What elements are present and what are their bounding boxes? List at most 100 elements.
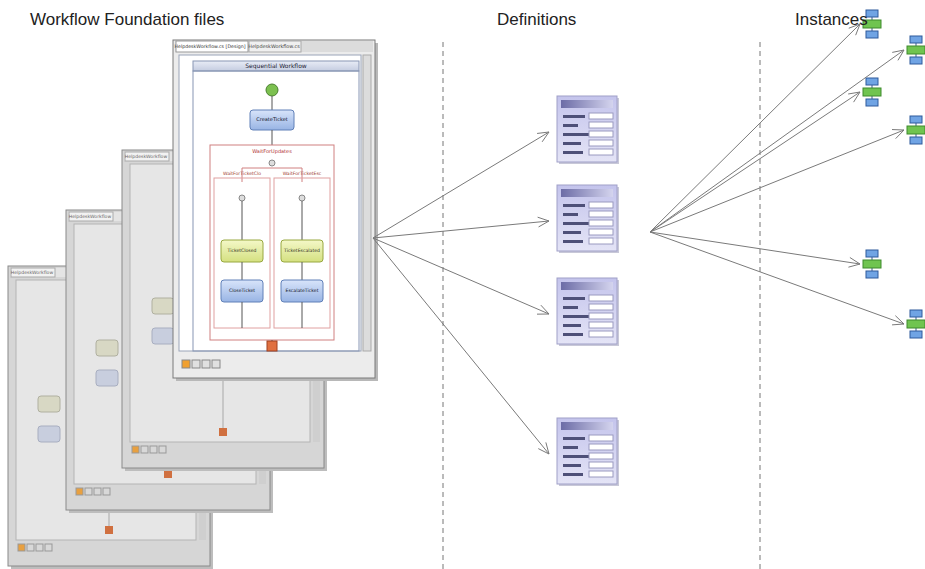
screenshot-text: CreateTicket <box>250 110 294 130</box>
field-box <box>589 295 613 301</box>
definition-header <box>561 189 613 197</box>
start-marker <box>266 84 278 96</box>
arrow-head <box>892 130 904 139</box>
view-tab <box>150 446 157 453</box>
screenshot-text: TicketClosed <box>221 240 263 262</box>
faint-activity <box>38 396 60 412</box>
instance-step <box>863 260 881 268</box>
front-window <box>173 40 378 381</box>
tab <box>11 268 55 277</box>
instance-step <box>866 31 878 38</box>
instance-step <box>907 46 925 54</box>
definition-header <box>561 100 613 108</box>
branch-frame <box>274 178 330 328</box>
arrow-head <box>892 316 904 325</box>
definition-icon <box>557 278 617 344</box>
view-tab <box>103 488 110 495</box>
field-label <box>563 222 589 225</box>
window-frame <box>173 40 375 378</box>
view-tab <box>159 446 166 453</box>
end-marker <box>105 526 113 534</box>
tab <box>69 212 113 221</box>
instance-step <box>910 57 922 64</box>
branch-frame <box>214 178 270 328</box>
field-box <box>589 304 613 310</box>
screenshot-text: WaitForTicketClo <box>215 170 269 177</box>
instance-step <box>866 78 878 85</box>
view-tab <box>212 360 220 368</box>
arrow-head <box>848 258 860 268</box>
field-label <box>563 455 589 458</box>
field-label <box>563 324 581 327</box>
instance-step <box>866 271 878 278</box>
end-marker <box>164 470 172 478</box>
field-label <box>563 297 585 300</box>
instance-step <box>910 310 922 317</box>
screenshot-text: HelpdeskWorkflow <box>125 152 167 161</box>
field-label <box>563 204 585 207</box>
instance-step <box>907 126 925 134</box>
view-tab <box>192 360 200 368</box>
column-heading: Instances <box>795 11 868 30</box>
screenshot-text: HelpdeskWorkflow.cs <box>248 42 301 52</box>
fan-arrow <box>650 50 904 232</box>
window-shadow <box>176 43 378 381</box>
screenshot-text: Sequential Workflow <box>193 61 359 71</box>
event-box <box>281 240 323 262</box>
end-marker <box>267 341 277 351</box>
arrow-head <box>538 442 549 454</box>
fan-arrow <box>650 24 860 232</box>
arrow-head <box>538 217 549 227</box>
fan-arrow <box>373 132 549 238</box>
field-box <box>589 211 613 217</box>
field-box <box>589 471 613 477</box>
definition-icon <box>557 96 617 162</box>
arrow-head <box>848 92 860 102</box>
field-label <box>563 240 583 243</box>
view-tab <box>141 446 148 453</box>
branch-marker <box>299 195 305 201</box>
fan-arrow <box>373 221 549 238</box>
fan-arrow <box>373 238 549 314</box>
sequence-frame <box>193 71 359 351</box>
fan-arrow <box>650 130 904 232</box>
instance-step <box>866 250 878 257</box>
field-box <box>589 149 613 155</box>
field-label <box>563 333 583 336</box>
field-label <box>563 464 581 467</box>
tab-bar <box>175 41 373 52</box>
definition-icon <box>557 185 617 251</box>
fan-arrow <box>650 232 860 264</box>
listen-frame <box>210 145 334 340</box>
flow-line <box>302 201 303 240</box>
view-tab <box>18 544 25 551</box>
screenshot-text: HelpdeskWorkflow.cs [Design] <box>174 42 246 52</box>
view-tab <box>94 488 101 495</box>
screenshot-text: TicketEscalated <box>281 240 323 262</box>
faint-activity <box>38 426 60 442</box>
field-label <box>563 446 578 449</box>
activity-box <box>281 280 323 302</box>
fan-arrow <box>373 238 549 454</box>
field-box <box>589 453 613 459</box>
field-label <box>563 315 589 318</box>
view-tab <box>76 488 83 495</box>
instance-step <box>907 320 925 328</box>
field-box <box>589 202 613 208</box>
field-box <box>589 131 613 137</box>
divider <box>760 42 761 569</box>
field-box <box>589 113 613 119</box>
field-box <box>589 238 613 244</box>
screenshot-text: CloseTicket <box>221 280 263 302</box>
definition-icon <box>557 418 617 484</box>
field-label <box>563 213 578 216</box>
event-box <box>221 240 263 262</box>
canvas <box>179 55 361 351</box>
field-label <box>563 231 581 234</box>
field-label <box>563 151 583 154</box>
branch-marker <box>269 160 275 166</box>
field-box <box>589 313 613 319</box>
header-bar <box>193 61 359 71</box>
view-tab <box>45 544 52 551</box>
